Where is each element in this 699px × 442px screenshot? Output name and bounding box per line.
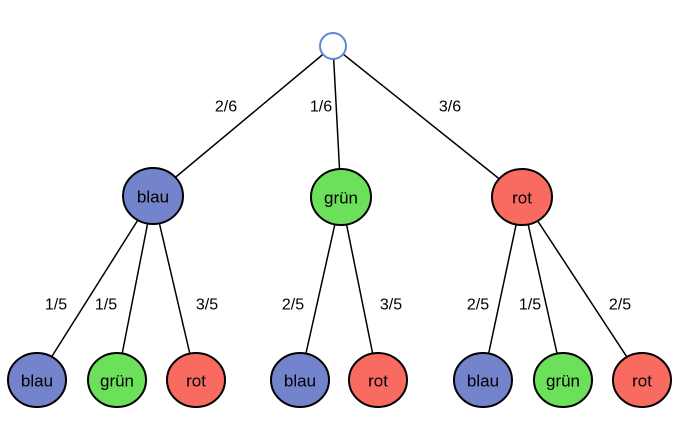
edge-line-root-L1-blau (152, 45, 334, 197)
node-label-L2-1-blau: blau (21, 372, 53, 391)
edge-line-L1-blau-L2-3-rot (152, 195, 197, 381)
node-label-L1-rot: rot (512, 189, 532, 208)
node-label-L1-gruen: grün (324, 189, 358, 208)
node-L2-8-rot (612, 352, 672, 408)
edge-line-L1-rot-L2-7-gruen (521, 196, 564, 381)
edge-probability-label: 1/5 (519, 297, 541, 314)
edge-probability-label: 3/5 (380, 297, 402, 314)
node-L2-7-gruen (533, 352, 593, 408)
edge-probability-label: 2/6 (215, 99, 237, 116)
root-node (319, 32, 347, 60)
edge-probability-label: 2/5 (609, 297, 631, 314)
node-label-L1-blau: blau (137, 188, 169, 207)
edge-line-L1-rot-L2-8-rot (521, 196, 643, 381)
edge-line-L1-gruen-L2-5-rot (340, 196, 379, 381)
node-label-L2-7-gruen: grün (546, 372, 580, 391)
node-label-L2-4-blau: blau (284, 372, 316, 391)
edge-probability-label: 3/5 (196, 297, 218, 314)
edge-probability-label: 2/5 (467, 297, 489, 314)
edge-line-L1-blau-L2-2-gruen (116, 195, 154, 381)
node-label-L2-8-rot: rot (632, 372, 652, 391)
edge-probability-label: 1/6 (310, 99, 332, 116)
node-label-L2-3-rot: rot (186, 372, 206, 391)
node-L1-blau (122, 167, 184, 225)
edge-line-L1-gruen-L2-4-blau (299, 196, 342, 381)
node-L2-2-gruen (87, 352, 147, 408)
edge-probability-label: 1/5 (45, 297, 67, 314)
node-L1-rot (491, 168, 553, 226)
node-L2-3-rot (166, 352, 226, 408)
node-label-L2-2-gruen: grün (100, 372, 134, 391)
node-label-L2-6-blau: blau (467, 372, 499, 391)
node-L1-gruen (310, 168, 372, 226)
edge-probability-label: 1/5 (95, 297, 117, 314)
node-L2-4-blau (270, 352, 330, 408)
edge-probability-label: 2/5 (282, 297, 304, 314)
node-L2-5-rot (348, 352, 408, 408)
edge-line-root-L1-rot (332, 45, 523, 198)
edge-line-L1-blau-L2-1-blau (36, 195, 154, 381)
node-label-L2-5-rot: rot (368, 372, 388, 391)
node-L2-6-blau (453, 352, 513, 408)
edge-line-L1-rot-L2-6-blau (482, 196, 523, 381)
edge-probability-label: 3/6 (439, 99, 461, 116)
node-L2-1-blau (7, 352, 67, 408)
